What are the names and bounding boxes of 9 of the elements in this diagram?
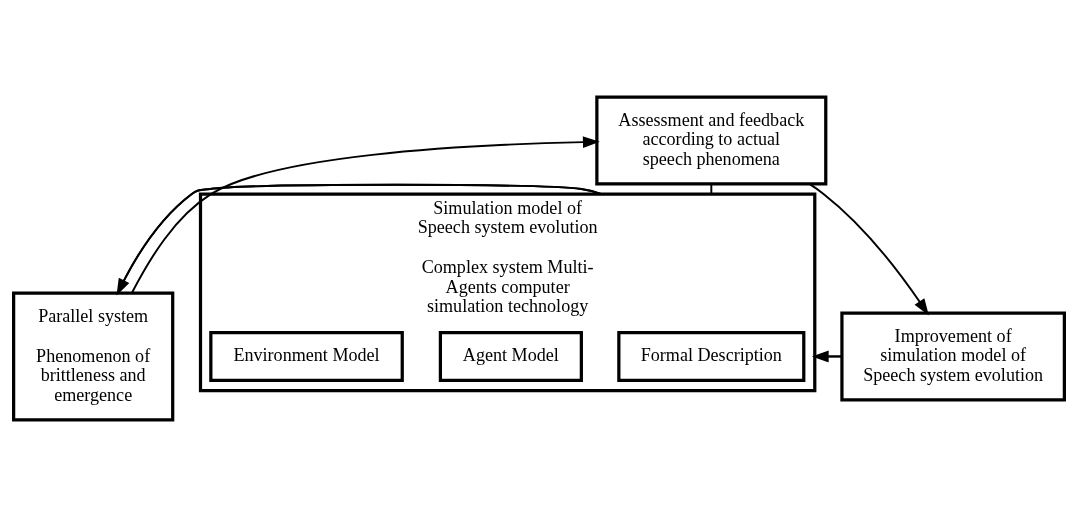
node-box: Environment Model — [209, 330, 404, 382]
node-box: Assessment and feedback according to actual speech phenomena — [595, 95, 828, 186]
node-box: Formal Description — [617, 330, 806, 382]
node-box: Agent Model — [438, 330, 583, 382]
node-box: Improvement of simulation model of Speech system evolution — [840, 311, 1066, 402]
connector — [710, 183, 713, 196]
arrow — [811, 350, 843, 363]
arrow — [808, 182, 929, 316]
node-box: Parallel system Phenomenon of brittleness and emergence — [12, 291, 175, 422]
